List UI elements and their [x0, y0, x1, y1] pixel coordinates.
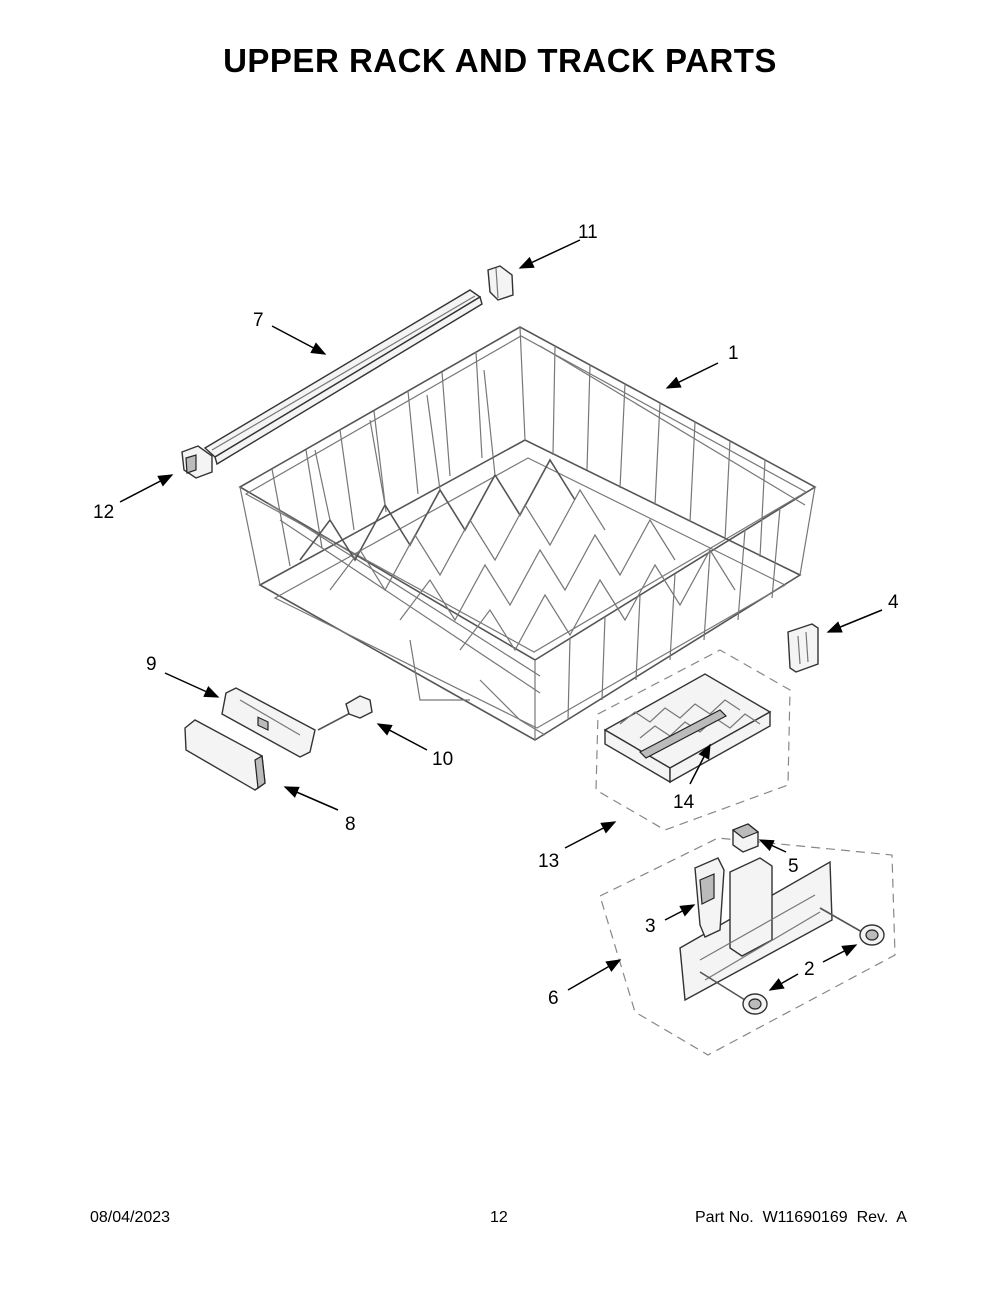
upper-rack-basket: [238, 326, 817, 741]
footer-part-number: Part No. W11690169 Rev. A: [695, 1209, 907, 1226]
callout-3: 3: [645, 916, 656, 937]
adjuster-button: [731, 823, 760, 853]
adjuster-lever: [694, 857, 725, 938]
callout-labels: 1 2 3 4 5 6 7 8 9 10 11 12 13 14: [93, 222, 899, 1009]
rack-adjuster-group: [599, 823, 896, 1056]
callout-1: 1: [728, 343, 739, 364]
cup-shelf-insert: [603, 673, 772, 784]
footer-date: 08/04/2023: [90, 1209, 171, 1226]
callout-12: 12: [93, 502, 114, 523]
rack-adjuster-assembly-group: [595, 649, 791, 831]
adjuster-wheel-left: [699, 971, 768, 1015]
adjuster-wheel-right: [819, 907, 885, 946]
callout-6: 6: [548, 988, 559, 1009]
callout-14: 14: [673, 792, 695, 813]
callout-5: 5: [788, 856, 799, 877]
handle-cover: [184, 719, 266, 791]
callout-13: 13: [538, 851, 559, 872]
rail-end-cap-rear: [487, 265, 514, 301]
callout-11: 11: [578, 222, 598, 243]
handle-base: [221, 687, 316, 758]
callout-7: 7: [253, 310, 264, 331]
rail-end-cap-front: [181, 445, 213, 479]
leader-lines: [119, 239, 883, 991]
rack-clip: [787, 623, 819, 673]
callout-8: 8: [345, 814, 356, 835]
footer-page-number: 12: [490, 1209, 508, 1226]
page-title: UPPER RACK AND TRACK PARTS: [223, 42, 777, 79]
handle-pin: [317, 695, 373, 731]
callout-2: 2: [804, 959, 815, 980]
rack-rail: [203, 289, 483, 466]
callout-4: 4: [888, 592, 899, 613]
callout-10: 10: [432, 749, 453, 770]
callout-9: 9: [146, 654, 157, 675]
